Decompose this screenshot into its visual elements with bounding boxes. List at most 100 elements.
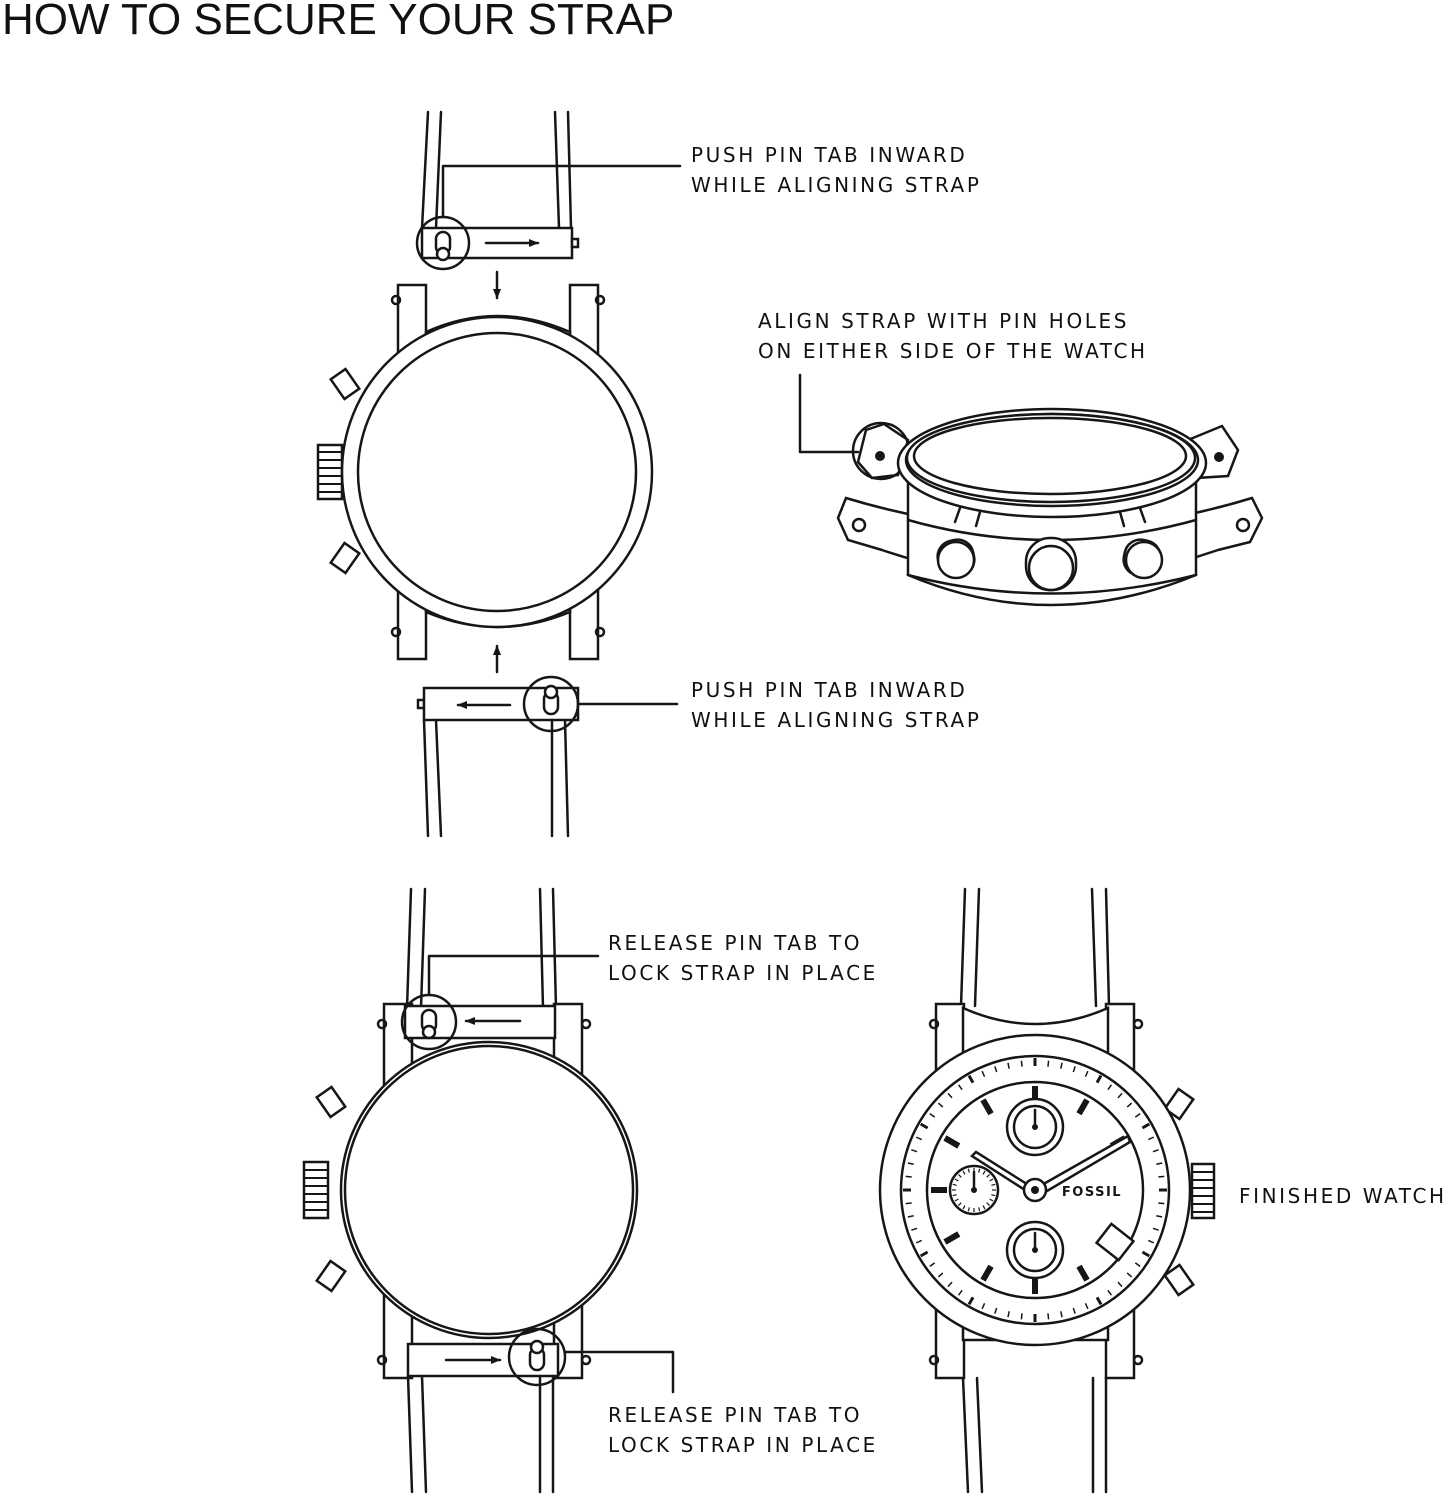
dial-tick (989, 1178, 994, 1182)
dial-tick (952, 1194, 957, 1197)
callout-line: ALIGN STRAP WITH PIN HOLES (758, 309, 1130, 333)
dial-tick (929, 1262, 936, 1268)
dial-tick (1007, 1062, 1010, 1069)
dial-tick (958, 1202, 962, 1206)
dial-tick (1020, 1313, 1023, 1320)
dial-tick (1126, 1272, 1133, 1278)
callout-finished-watch: FINISHED WATCH (1239, 1181, 1447, 1211)
callout-align-strap: ALIGN STRAP WITH PIN HOLES ON EITHER SID… (758, 306, 1148, 366)
dial-tick (958, 1174, 962, 1178)
dial-tick (1107, 1084, 1113, 1091)
dial-tick (911, 1149, 918, 1153)
dial-tick (952, 1183, 957, 1186)
dial-tick (1141, 1122, 1151, 1130)
dial-tick (982, 1205, 986, 1210)
minute-ticks (903, 1058, 1167, 1322)
callout-line: FINISHED WATCH (1239, 1184, 1447, 1208)
dial-tick (954, 1178, 959, 1182)
dial-tick (1095, 1074, 1103, 1084)
dial-tick (1147, 1136, 1155, 1141)
page-title: HOW TO SECURE YOUR STRAP (2, 0, 675, 44)
dial-tick (967, 1168, 970, 1173)
dial-tick (1078, 1266, 1088, 1280)
dial-tick (1117, 1092, 1123, 1099)
dial-tick (919, 1250, 929, 1258)
dial-tick (1047, 1060, 1050, 1067)
dial-tick (1134, 1112, 1141, 1118)
callout-line: PUSH PIN TAB INWARD (691, 143, 968, 167)
dial-tick (1156, 1215, 1163, 1218)
step1-watch-group (316, 110, 682, 838)
dial-tick (947, 1092, 953, 1099)
dial-tick (982, 1170, 986, 1175)
dial-tick (1047, 1313, 1050, 1320)
dial-tick (915, 1239, 923, 1244)
callout-release-pin-top: RELEASE PIN TAB TO LOCK STRAP IN PLACE (608, 928, 878, 988)
dial-tick (947, 1281, 953, 1288)
dial-tick (954, 1198, 959, 1202)
callout-release-pin-bottom: RELEASE PIN TAB TO LOCK STRAP IN PLACE (608, 1400, 878, 1460)
callout-line: RELEASE PIN TAB TO (608, 1403, 863, 1427)
dial-tick (1020, 1060, 1023, 1067)
dial-tick (1084, 1070, 1089, 1078)
subdial-ticks (952, 1168, 996, 1212)
dial-tick (1147, 1239, 1155, 1244)
dial-tick (962, 1205, 966, 1210)
dial-tick (986, 1174, 990, 1178)
dial-tick (991, 1194, 996, 1197)
callout-line: LOCK STRAP IN PLACE (608, 1433, 878, 1457)
callout-push-pin-bottom: PUSH PIN TAB INWARD WHILE ALIGNING STRAP (691, 675, 982, 735)
leader-line (563, 1350, 675, 1394)
dial-tick (1158, 1202, 1165, 1205)
dial-tick (991, 1183, 996, 1186)
callout-push-pin-top: PUSH PIN TAB INWARD WHILE ALIGNING STRAP (691, 140, 982, 200)
dial-tick (994, 1307, 998, 1314)
dial-tick (945, 1233, 959, 1243)
dial-tick (1126, 1102, 1133, 1108)
dial-tick (1060, 1311, 1063, 1318)
dial-tick (905, 1202, 912, 1205)
dial-tick (981, 1302, 986, 1310)
dial-brand: FOSSIL (1062, 1185, 1122, 1200)
dial-tick (962, 1170, 966, 1175)
dial-tick (929, 1112, 936, 1118)
callout-line: ON EITHER SIDE OF THE WATCH (758, 339, 1148, 363)
dial-tick (1156, 1162, 1163, 1165)
leader-line (427, 954, 600, 997)
dial-tick (967, 1207, 970, 1212)
dial-tick (967, 1074, 975, 1084)
step3-watch-group (302, 887, 675, 1494)
callout-line: RELEASE PIN TAB TO (608, 931, 863, 955)
dial-tick (1078, 1100, 1088, 1114)
dial-tick (937, 1102, 944, 1108)
dial-tick (911, 1227, 918, 1231)
dial-tick (978, 1207, 981, 1212)
dial-tick (957, 1289, 963, 1296)
dial-tick (1141, 1250, 1151, 1258)
dial-tick (986, 1202, 990, 1206)
dial-tick (945, 1137, 959, 1147)
dial-tick (1072, 1307, 1076, 1314)
dial-tick (1117, 1281, 1123, 1288)
dial-tick (1107, 1289, 1113, 1296)
dial-tick (1152, 1227, 1159, 1231)
callout-line: WHILE ALIGNING STRAP (691, 708, 982, 732)
dial-tick (915, 1136, 923, 1141)
dial-tick (1072, 1066, 1076, 1073)
dial-tick (982, 1100, 992, 1114)
leader-line (441, 164, 682, 219)
leader-line (798, 373, 860, 454)
finished-watch: FOSSIL (878, 887, 1216, 1494)
callout-line: PUSH PIN TAB INWARD (691, 678, 968, 702)
dial-tick (957, 1084, 963, 1091)
watch-case (316, 283, 654, 661)
callout-line: LOCK STRAP IN PLACE (608, 961, 878, 985)
dial-tick (1134, 1262, 1141, 1268)
step2-side-watch (798, 373, 1264, 607)
dial-tick (907, 1215, 914, 1218)
dial-tick (905, 1175, 912, 1178)
dial-tick (1084, 1302, 1089, 1310)
dial-tick (1007, 1311, 1010, 1318)
dial-tick (982, 1266, 992, 1280)
